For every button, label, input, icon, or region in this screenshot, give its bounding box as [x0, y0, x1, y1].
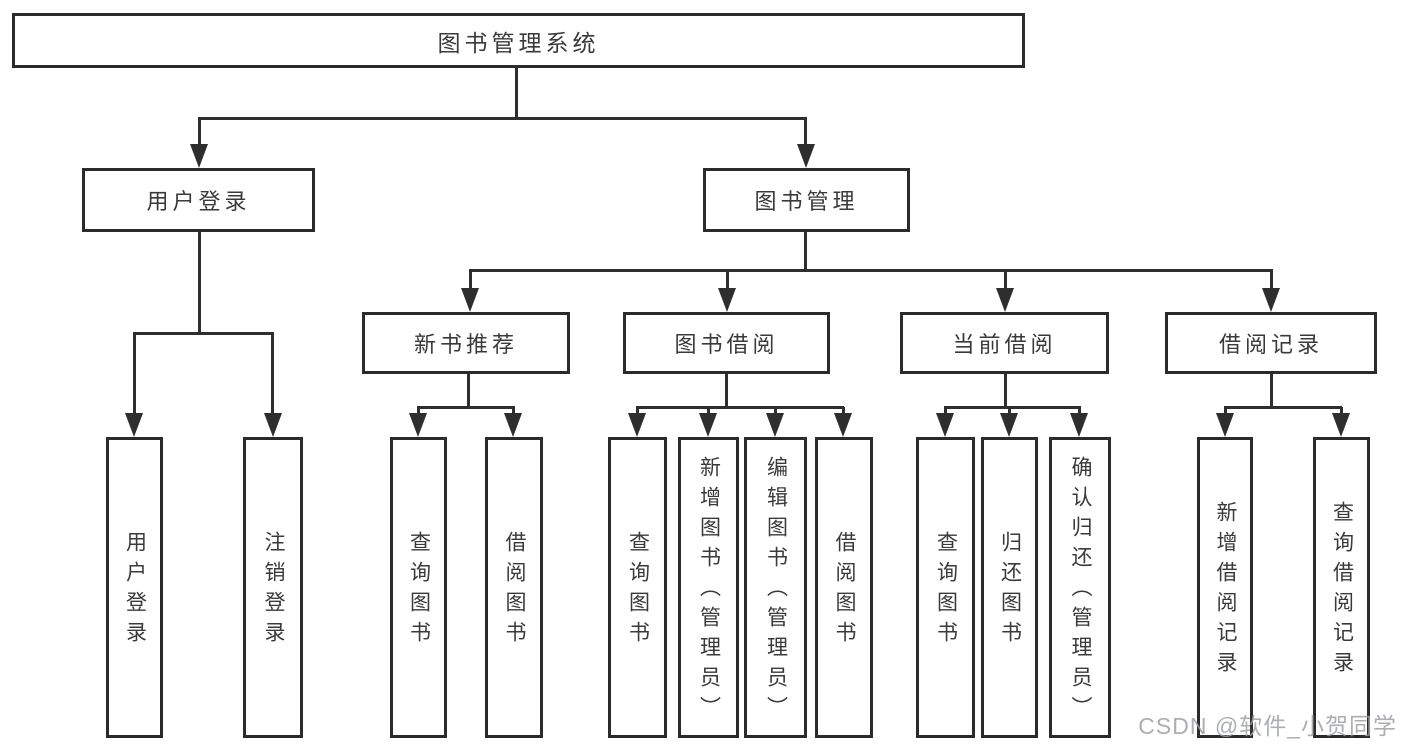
node-book-borrow: 图书借阅: [623, 312, 830, 374]
connector-line: [1224, 406, 1342, 409]
connector-line: [707, 407, 710, 418]
connector-line: [1008, 407, 1011, 418]
csdn-watermark: CSDN @软件_小贺同学: [1138, 713, 1397, 739]
connector-line: [417, 407, 420, 418]
connector-line: [198, 232, 201, 333]
arrow-down-icon: [628, 413, 646, 437]
connector-line: [636, 406, 844, 409]
connector-line: [944, 407, 947, 418]
arrow-down-icon: [718, 288, 736, 312]
leaf-query-books-2: 查询图书: [608, 437, 667, 738]
connector-line: [1270, 270, 1273, 292]
arrow-down-icon: [1262, 288, 1280, 312]
node-user-login: 用户登录: [82, 168, 315, 232]
connector-line: [1224, 407, 1227, 418]
connector-line: [804, 118, 807, 148]
arrow-down-icon: [766, 413, 784, 437]
arrow-down-icon: [409, 413, 427, 437]
connector-line: [417, 406, 515, 409]
leaf-add-books-admin: 新增图书（管理员）: [678, 437, 739, 738]
arrow-down-icon: [264, 413, 282, 437]
connector-line: [804, 232, 807, 270]
connector-line: [944, 406, 1081, 409]
connector-line: [842, 407, 845, 418]
connector-line: [726, 270, 729, 292]
leaf-add-borrow-record: 新增借阅记录: [1197, 437, 1253, 738]
arrow-down-icon: [1070, 413, 1088, 437]
arrow-down-icon: [461, 288, 479, 312]
connector-line: [1004, 374, 1007, 407]
connector-line: [1340, 407, 1343, 418]
arrow-down-icon: [797, 144, 815, 168]
node-new-book-recommend: 新书推荐: [362, 312, 570, 374]
node-current-borrow: 当前借阅: [900, 312, 1109, 374]
connector-line: [515, 68, 518, 118]
arrow-down-icon: [936, 413, 954, 437]
leaf-logout: 注销登录: [243, 437, 303, 738]
arrow-down-icon: [996, 288, 1014, 312]
arrow-down-icon: [125, 413, 143, 437]
node-root: 图书管理系统: [12, 13, 1025, 68]
connector-line: [512, 407, 515, 418]
connector-line: [1004, 270, 1007, 292]
connector-line: [469, 269, 1273, 272]
leaf-return-books: 归还图书: [981, 437, 1038, 738]
arrow-down-icon: [190, 144, 208, 168]
leaf-query-borrow-record: 查询借阅记录: [1313, 437, 1370, 738]
connector-line: [774, 407, 777, 418]
connector-line: [271, 333, 274, 417]
connector-line: [469, 270, 472, 292]
arrow-down-icon: [1332, 413, 1350, 437]
connector-line: [636, 407, 639, 418]
arrow-down-icon: [504, 413, 522, 437]
node-book-management: 图书管理: [703, 168, 910, 232]
leaf-edit-books-admin: 编辑图书（管理员）: [744, 437, 807, 738]
leaf-borrow-books-2: 借阅图书: [815, 437, 873, 738]
leaf-borrow-books-1: 借阅图书: [485, 437, 543, 738]
arrow-down-icon: [1216, 413, 1234, 437]
arrow-down-icon: [834, 413, 852, 437]
leaf-query-books-3: 查询图书: [916, 437, 975, 738]
arrow-down-icon: [1000, 413, 1018, 437]
connector-line: [1270, 374, 1273, 407]
connector-line: [198, 117, 807, 120]
connector-line: [133, 333, 136, 417]
connector-line: [198, 118, 201, 148]
node-borrow-records: 借阅记录: [1165, 312, 1377, 374]
connector-line: [133, 332, 274, 335]
arrow-down-icon: [699, 413, 717, 437]
leaf-confirm-return-admin: 确认归还（管理员）: [1049, 437, 1111, 738]
connector-line: [725, 374, 728, 407]
connector-line: [1078, 407, 1081, 418]
leaf-query-books-1: 查询图书: [390, 437, 447, 738]
connector-line: [467, 374, 470, 407]
leaf-user-login: 用户登录: [106, 437, 163, 738]
